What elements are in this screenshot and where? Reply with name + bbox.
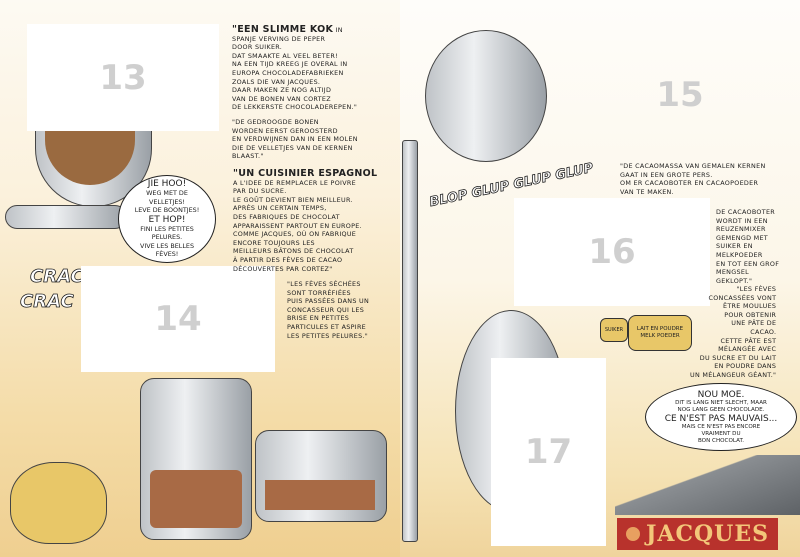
panel-number: 13 bbox=[99, 57, 147, 98]
speech-bubble-right: NOU MOE. DIT IS LANG NIET SLECHT, MAAR N… bbox=[645, 383, 797, 451]
panel-13: 13 bbox=[27, 24, 219, 131]
bubble-line: MAIS CE N'EST PAS ENCORE VRAIMENT DU BON… bbox=[681, 423, 761, 444]
french-text-2: "LES FÈVES SÉCHÉES SONT TORRÉFIÉES PUIS … bbox=[287, 280, 370, 340]
french-text-1-title: "UN CUISINIER ESPAGNOL bbox=[233, 168, 378, 179]
dutch-text-3: "DE CACAOMASSA VAN GEMALEN KERNEN GAAT I… bbox=[620, 162, 766, 196]
panel-number: 16 bbox=[588, 232, 636, 272]
sack-illustration bbox=[10, 462, 107, 544]
sugar-sack-illustration: SUIKER bbox=[600, 318, 628, 342]
bubble-line: ET HOP! bbox=[148, 214, 186, 225]
conveyor-belt-illustration bbox=[5, 205, 127, 229]
dutch-text-1-body: SPANJE VERVING DE PEPER DOOR SUIKER. DAT… bbox=[232, 34, 358, 112]
dutch-text-4: DE CACAOBOTER WORDT IN EEN REUZENMIXER G… bbox=[716, 208, 780, 285]
dutch-text-1-title-tail: IN bbox=[333, 26, 343, 34]
pipe-cocoa-illustration bbox=[265, 480, 375, 510]
jacques-logo: JACQUES bbox=[617, 518, 778, 550]
chocolate-conveyor-illustration bbox=[615, 455, 800, 515]
press-globe-illustration bbox=[425, 30, 547, 162]
sound-effect-crac: CRAC bbox=[30, 266, 84, 288]
bubble-line: CE N'EST PAS MAUVAIS... bbox=[664, 413, 778, 424]
panel-14: 14 bbox=[81, 266, 275, 372]
panel-15: 15 bbox=[560, 40, 800, 150]
french-text-1-body: A L'IDEE DE REMPLACER LE POIVRE PAR DU S… bbox=[233, 178, 362, 273]
bubble-line: FINI LES PETITES PELURES. VIVE LES BELLE… bbox=[139, 224, 195, 259]
panel-number: 14 bbox=[154, 299, 202, 339]
dutch-text-1-title: "EEN SLIMME KOK bbox=[232, 24, 334, 35]
logo-emblem-icon bbox=[626, 527, 640, 541]
panel-number: 17 bbox=[524, 432, 573, 472]
panel-16: 16 bbox=[514, 198, 710, 306]
french-text-3: "LES FÈVES CONCASSÉES VONT ÊTRE MOULUES … bbox=[690, 285, 777, 379]
bubble-line: DIT IS LANG NIET SLECHT, MAAR NOG LANG G… bbox=[675, 399, 767, 413]
cocoa-mass-illustration bbox=[150, 470, 242, 528]
panel-number: 15 bbox=[656, 75, 704, 115]
panel-17: 17 bbox=[491, 358, 606, 546]
logo-text: JACQUES bbox=[646, 521, 769, 547]
bubble-line: WEG MET DE VELLETJES! LEVE DE BOONTJES! bbox=[134, 189, 200, 215]
bubble-line: NOU MOE. bbox=[697, 389, 745, 400]
dutch-text-2: "DE GEDROOGDE BONEN WORDEN EERST GEROOST… bbox=[232, 118, 358, 161]
milk-powder-sack: LAIT EN POUDRE MELK POEDER bbox=[628, 315, 692, 351]
speech-bubble-left: JIE HOO! WEG MET DE VELLETJES! LEVE DE B… bbox=[118, 175, 216, 263]
sound-effect-crac-2: CRAC bbox=[20, 291, 74, 313]
bubble-line: JIE HOO! bbox=[147, 179, 187, 190]
press-column-illustration bbox=[402, 140, 418, 542]
